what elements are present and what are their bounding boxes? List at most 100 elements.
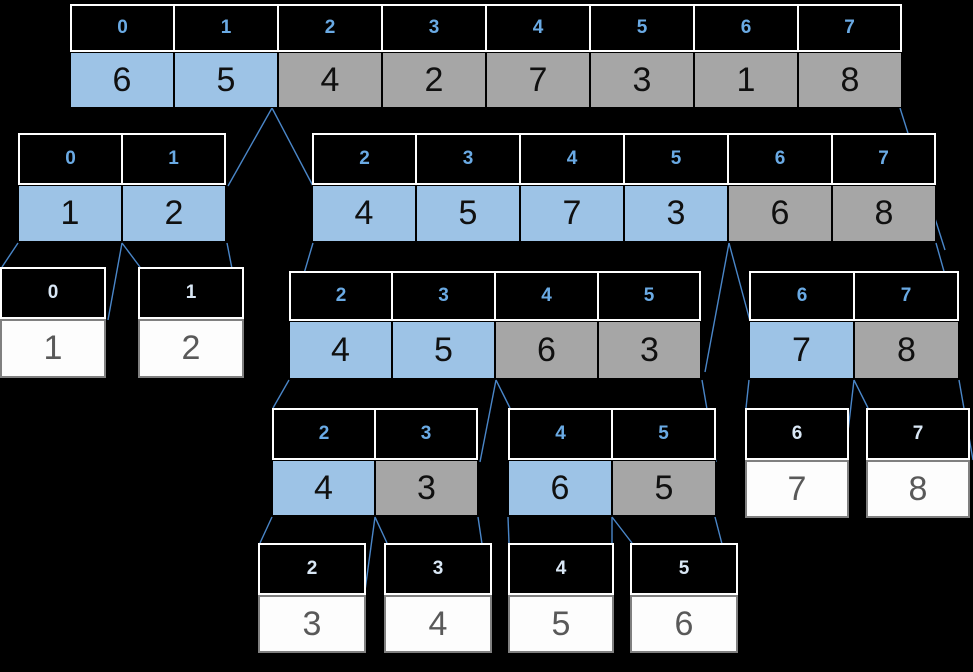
index-cell: 6	[745, 408, 849, 460]
value-cell: 5	[508, 595, 614, 653]
value-cell: 6	[495, 321, 598, 379]
tree-link	[479, 379, 497, 463]
index-cell: 0	[0, 267, 106, 319]
index-cell: 3	[416, 133, 520, 185]
index-cell: 0	[70, 4, 174, 52]
index-row: 3	[384, 543, 492, 595]
value-row: 5	[508, 595, 614, 653]
index-cell: 5	[630, 543, 738, 595]
index-row: 7	[866, 408, 970, 460]
index-cell: 4	[495, 271, 598, 321]
value-cell: 3	[624, 185, 728, 242]
value-row: 7	[745, 460, 849, 518]
value-cell: 3	[598, 321, 701, 379]
index-cell: 6	[694, 4, 798, 52]
tree-link	[272, 379, 290, 409]
value-cell: 5	[416, 185, 520, 242]
value-cell: 7	[745, 460, 849, 518]
value-cell: 7	[520, 185, 624, 242]
tree-link	[611, 516, 633, 544]
value-row: 1	[0, 319, 106, 378]
value-cell: 6	[630, 595, 738, 653]
index-cell: 5	[612, 408, 716, 460]
value-cell: 5	[392, 321, 495, 379]
value-cell: 4	[312, 185, 416, 242]
index-cell: 7	[832, 133, 936, 185]
index-cell: 3	[375, 408, 478, 460]
tree-link	[374, 516, 388, 544]
tree-link	[121, 242, 141, 268]
index-cell: 2	[312, 133, 416, 185]
index-cell: 7	[798, 4, 902, 52]
value-cell: 3	[590, 52, 694, 108]
index-cell: 6	[749, 271, 854, 321]
tree-link	[1, 242, 19, 268]
value-cell: 6	[508, 460, 612, 516]
index-cell: 6	[728, 133, 832, 185]
index-cell: 2	[272, 408, 375, 460]
value-cell: 1	[0, 319, 106, 378]
index-row: 0	[0, 267, 106, 319]
index-cell: 4	[520, 133, 624, 185]
value-cell: 8	[832, 185, 936, 242]
index-row: 5	[630, 543, 738, 595]
tree-link	[107, 242, 123, 321]
index-cell: 4	[508, 543, 614, 595]
index-cell: 4	[508, 408, 612, 460]
value-row: 4	[384, 595, 492, 653]
index-cell: 3	[384, 543, 492, 595]
value-cell: 2	[122, 185, 226, 242]
index-row: 4	[508, 543, 614, 595]
tree-link	[853, 379, 869, 409]
value-row: 8	[866, 460, 970, 518]
tree-link	[704, 242, 730, 373]
index-row: 1	[138, 267, 244, 319]
value-cell: 8	[798, 52, 902, 108]
index-cell: 2	[278, 4, 382, 52]
tree-link	[745, 379, 750, 409]
index-cell: 1	[122, 133, 226, 185]
value-cell: 4	[289, 321, 392, 379]
tree-link	[271, 107, 314, 187]
index-cell: 2	[289, 271, 392, 321]
tree-link	[728, 242, 751, 322]
value-cell: 8	[866, 460, 970, 518]
tree-link	[507, 516, 510, 544]
value-cell: 6	[70, 52, 174, 108]
index-cell: 0	[18, 133, 122, 185]
value-cell: 3	[258, 595, 366, 653]
tree-link	[227, 107, 273, 187]
index-cell: 7	[854, 271, 959, 321]
index-row: 2	[258, 543, 366, 595]
index-cell: 2	[258, 543, 366, 595]
value-cell: 6	[728, 185, 832, 242]
value-row: 6	[630, 595, 738, 653]
index-cell: 5	[624, 133, 728, 185]
tree-link	[495, 379, 511, 409]
value-cell: 3	[375, 460, 478, 516]
value-cell: 1	[694, 52, 798, 108]
value-cell: 4	[272, 460, 375, 516]
value-cell: 1	[18, 185, 122, 242]
index-row: 6	[745, 408, 849, 460]
